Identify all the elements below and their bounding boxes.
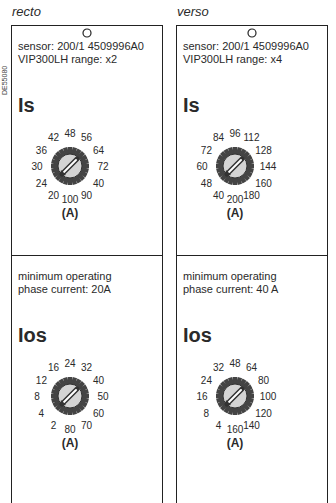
scale-value: 80 [64, 424, 75, 435]
scale-value: 64 [246, 362, 257, 373]
scale-value: 24 [201, 374, 212, 385]
scale-value: 50 [97, 391, 108, 402]
figure-code: DE55080 [0, 66, 9, 95]
scale-value: 4 [216, 419, 222, 430]
setting-name: Is [18, 94, 35, 117]
unit-label: (A) [62, 436, 79, 450]
scale-value: 84 [213, 132, 224, 143]
card-panel: rectosensor: 200/1 4509996A0 VIP300LH ra… [11, 25, 163, 503]
scale-value: 140 [243, 419, 260, 430]
setting-name: Ios [18, 324, 47, 347]
setting-name: Is [183, 94, 200, 117]
scale-value: 160 [227, 424, 244, 435]
scale-value: 16 [196, 391, 207, 402]
dial-section: sensor: 200/1 4509996A0 VIP300LH range: … [177, 26, 327, 256]
scale-value: 128 [255, 144, 272, 155]
scale-value: 112 [244, 132, 260, 143]
info-text: minimum operating phase current: 40 A [183, 270, 291, 296]
dial-section: minimum operating phase current: 20A Ios (… [12, 256, 162, 503]
scale-value: 96 [229, 128, 240, 139]
scale-value: 4 [39, 407, 45, 418]
scale-value: 72 [201, 144, 212, 155]
dial-section: minimum operating phase current: 40 A Ios… [177, 256, 327, 503]
scale-value: 40 [213, 189, 224, 200]
scale-value: 24 [36, 177, 47, 188]
side-heading: verso [177, 4, 209, 19]
scale-value: 30 [31, 161, 42, 172]
dial-section: sensor: 200/1 4509996A0 VIP300LH range: … [12, 26, 162, 256]
scale-value: 60 [196, 161, 207, 172]
scale-value: 144 [260, 161, 277, 172]
scale-value: 60 [93, 407, 104, 418]
scale-value: 24 [64, 358, 75, 369]
info-text: sensor: 200/1 4509996A0 VIP300LH range: … [183, 40, 323, 66]
scale-value: 180 [243, 189, 260, 200]
scale-value: 40 [93, 374, 104, 385]
scale-value: 8 [34, 391, 40, 402]
info-text: minimum operating phase current: 20A [18, 270, 126, 296]
scale-value: 48 [229, 358, 240, 369]
scale-value: 80 [258, 374, 269, 385]
scale-value: 120 [255, 407, 272, 418]
card-panel: versosensor: 200/1 4509996A0 VIP300LH ra… [176, 25, 328, 503]
scale-value: 16 [48, 362, 59, 373]
scale-value: 200 [227, 194, 244, 205]
scale-value: 42 [48, 132, 59, 143]
scale-value: 64 [93, 144, 104, 155]
scale-value: 36 [36, 144, 47, 155]
scale-value: 2 [51, 419, 57, 430]
unit-label: (A) [227, 206, 244, 220]
scale-value: 100 [62, 194, 79, 205]
scale-value: 48 [64, 128, 75, 139]
scale-value: 32 [213, 362, 224, 373]
scale-value: 56 [81, 132, 92, 143]
scale-value: 12 [36, 374, 47, 385]
scale-value: 8 [204, 407, 210, 418]
scale-value: 40 [93, 177, 104, 188]
scale-value: 70 [81, 419, 92, 430]
setting-name: Ios [183, 324, 212, 347]
unit-label: (A) [227, 436, 244, 450]
side-heading: recto [12, 4, 41, 19]
info-text: sensor: 200/1 4509996A0 VIP300LH range: … [18, 40, 158, 66]
scale-value: 48 [201, 177, 212, 188]
scale-value: 100 [260, 391, 277, 402]
scale-value: 20 [48, 189, 59, 200]
unit-label: (A) [62, 206, 79, 220]
scale-value: 90 [81, 189, 92, 200]
scale-value: 32 [81, 362, 92, 373]
scale-value: 160 [255, 177, 272, 188]
scale-value: 72 [97, 161, 108, 172]
